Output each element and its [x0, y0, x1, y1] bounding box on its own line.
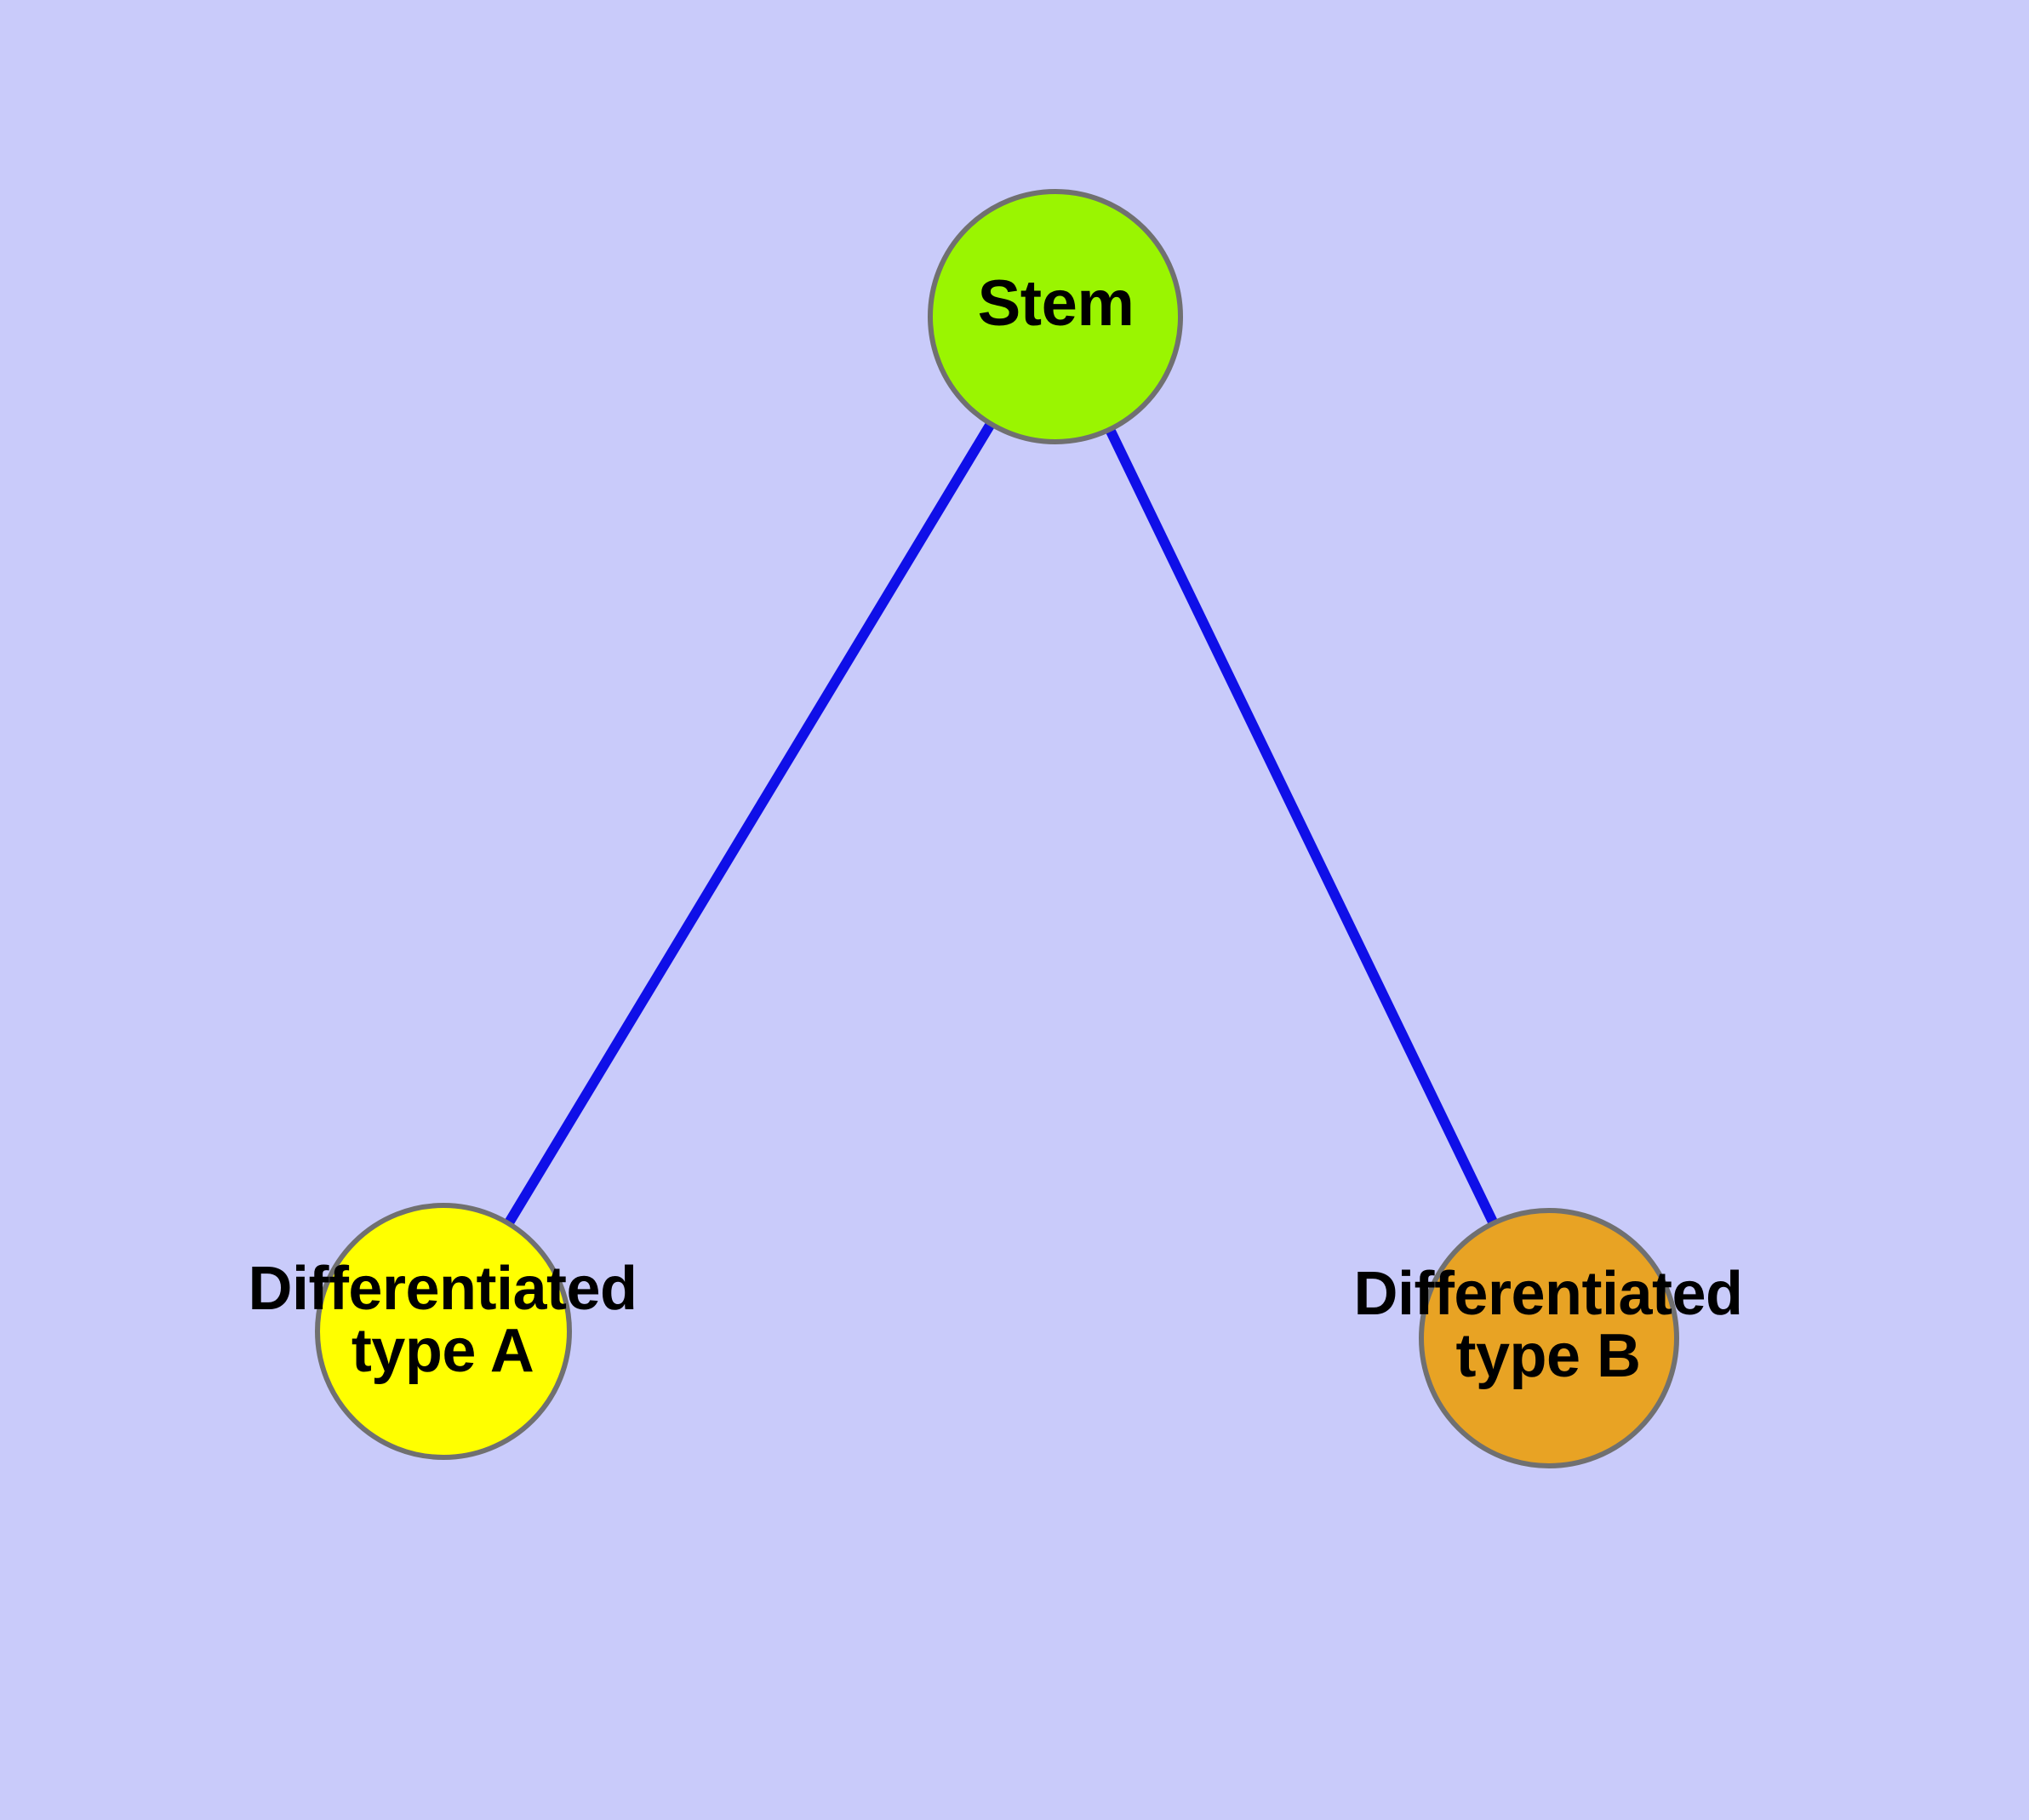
- edge-stem-to-differentiated-a: [438, 313, 1060, 1335]
- node-differentiated-type-a[interactable]: [315, 1203, 572, 1460]
- node-differentiated-type-b[interactable]: [1419, 1208, 1679, 1468]
- edge-stem-to-differentiated-b: [1050, 314, 1554, 1341]
- node-stem[interactable]: [928, 189, 1183, 444]
